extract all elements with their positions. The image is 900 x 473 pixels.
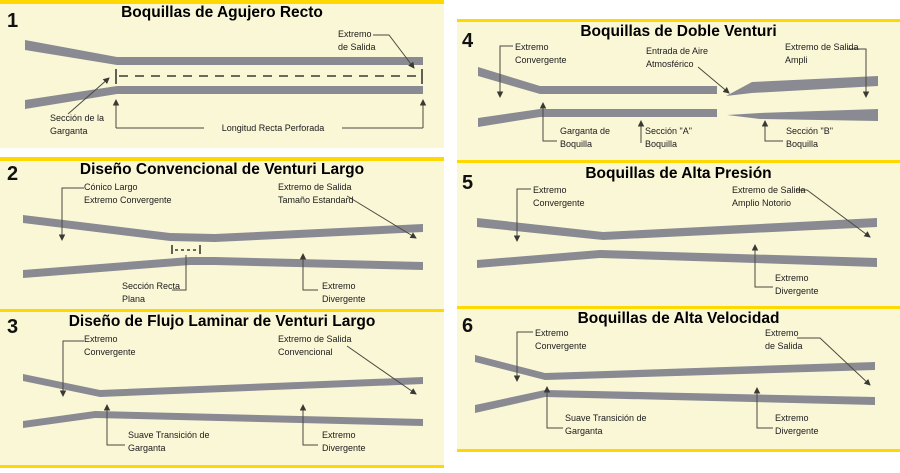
leader-convergent-arrow xyxy=(513,331,533,382)
label-straight-length: Longitud Recta Perforada xyxy=(204,122,342,135)
label-nozzle-throat: Garganta de Boquilla xyxy=(560,126,611,149)
leader-exit-arrow xyxy=(346,345,417,395)
leader-divergent-arrow xyxy=(751,244,773,288)
divider xyxy=(457,306,900,309)
label-exit-end: Extremo de Salida Convencional xyxy=(278,334,352,357)
nozzle-diagram xyxy=(25,34,427,129)
leader-section-b-arrow xyxy=(761,120,783,142)
nozzle-upper-wall xyxy=(477,218,877,240)
leader-convergent-arrow xyxy=(513,188,531,242)
nozzle-upper-wall-b xyxy=(726,76,878,96)
leader-exit-arrow xyxy=(346,195,417,239)
leader-divergent-arrow xyxy=(299,253,318,291)
nozzle-upper-wall xyxy=(475,355,875,380)
nozzle-upper-wall-a xyxy=(478,67,717,94)
label-convergent-end: Extremo Convergente xyxy=(533,185,585,208)
nozzle-upper-wall xyxy=(25,40,423,65)
nozzle-upper-wall xyxy=(23,374,423,397)
nozzle-lower-wall xyxy=(23,257,423,278)
panel-high-velocity: 6 Boquillas de Alta Velocidad Extremo Co… xyxy=(457,309,900,449)
label-divergent-end: Extremo Divergente xyxy=(775,273,819,296)
nozzle-diagram xyxy=(23,340,423,446)
panel-laminar-long-venturi: 3 Diseño de Flujo Laminar de Venturi Lar… xyxy=(0,312,444,465)
nozzle-lower-wall xyxy=(475,390,875,413)
panel-title: Boquillas de Agujero Recto xyxy=(121,4,323,21)
panel-number: 4 xyxy=(462,30,474,52)
nozzle-lower-wall xyxy=(23,411,423,428)
leader-exit-arrow xyxy=(373,34,415,69)
nozzle-lower-wall xyxy=(477,250,877,268)
label-section-a: Sección "A" Boquilla xyxy=(645,126,692,149)
leader-straight-section xyxy=(172,255,187,291)
leader-divergent-arrow xyxy=(753,387,773,429)
nozzle-diagram xyxy=(478,45,878,143)
nozzle-lower-wall-a xyxy=(478,109,717,127)
label-smooth-throat: Suave Transición de Garganta xyxy=(565,413,647,436)
leader-convergent-arrow xyxy=(59,340,84,397)
leader-throat-arrow xyxy=(67,77,110,115)
leader-throat-arrow xyxy=(543,386,563,429)
panel-title: Boquillas de Doble Venturi xyxy=(580,23,777,40)
label-convergent-end: Cónico Largo Extremo Convergente xyxy=(84,182,172,205)
nozzle-diagram xyxy=(477,188,877,288)
label-exit-end: Extremo de Salida Tamaño Estandard xyxy=(278,182,354,205)
panel-conventional-long-venturi: 2 Diseño Convencional de Venturi Largo C… xyxy=(0,161,444,309)
divider xyxy=(0,309,444,312)
divider xyxy=(0,465,444,468)
nozzle-diagram xyxy=(475,331,875,429)
label-throat-section: Sección de la Garganta xyxy=(50,113,105,136)
leader-air-inlet-arrow xyxy=(697,66,730,94)
label-exit-end: Extremo de Salida xyxy=(765,328,803,351)
label-convergent-end: Extremo Convergente xyxy=(84,334,136,357)
label-convergent-end: Extremo Convergente xyxy=(535,328,587,351)
leader-convergent-arrow xyxy=(58,187,84,241)
panel-double-venturi: 4 Boquillas de Doble Venturi Extremo Con… xyxy=(457,22,900,160)
divider xyxy=(457,160,900,163)
label-exit-end: Extremo de Salida Ampli xyxy=(785,42,859,65)
leader-throat-arrow xyxy=(103,404,125,446)
divider xyxy=(457,19,900,22)
label-section-b: Sección "B" Boquilla xyxy=(786,126,833,149)
panel-number: 6 xyxy=(462,315,474,337)
label-straight-section: Sección Recta Plana xyxy=(122,281,181,304)
panel-title: Boquillas de Alta Presión xyxy=(585,165,772,182)
panel-high-pressure: 5 Boquillas de Alta Presión Extremo Conv… xyxy=(457,163,900,306)
label-exit-end: Extremo de Salida xyxy=(338,29,376,52)
leader-throat-arrow xyxy=(539,102,557,142)
panel-straight-bore: 1 Boquillas de Agujero Recto Extremo de … xyxy=(0,4,444,148)
nozzle-lower-wall xyxy=(25,86,423,109)
leader-exit-arrow xyxy=(797,337,871,386)
label-smooth-throat: Suave Transición de Garganta xyxy=(128,430,210,453)
label-air-inlet: Entrada de Aire Atmosférico xyxy=(646,46,709,69)
leader-divergent-arrow xyxy=(299,404,318,446)
divider xyxy=(0,0,444,4)
label-convergent-end: Extremo Convergente xyxy=(515,42,567,65)
label-divergent-end: Extremo Divergente xyxy=(322,430,366,453)
panel-title: Diseño Convencional de Venturi Largo xyxy=(79,161,365,178)
panel-number: 2 xyxy=(7,163,19,185)
label-divergent-end: Extremo Divergente xyxy=(322,281,366,304)
divider xyxy=(457,449,900,452)
label-exit-end: Extremo de Salida Amplio Notorio xyxy=(732,185,806,208)
leader-exit-arrow xyxy=(848,48,870,98)
panel-title: Boquillas de Alta Velocidad xyxy=(577,310,780,327)
panel-title: Diseño de Flujo Laminar de Venturi Largo xyxy=(68,313,376,330)
label-divergent-end: Extremo Divergente xyxy=(775,413,819,436)
nozzle-diagram xyxy=(23,187,423,291)
panel-number: 1 xyxy=(7,10,19,32)
divider xyxy=(0,157,444,161)
leader-convergent-arrow xyxy=(496,45,513,98)
nozzle-lower-wall-b xyxy=(727,109,878,121)
leader-exit-arrow xyxy=(796,189,871,238)
nozzle-upper-wall xyxy=(23,215,423,242)
panel-number: 5 xyxy=(462,172,474,194)
panel-number: 3 xyxy=(7,316,19,338)
